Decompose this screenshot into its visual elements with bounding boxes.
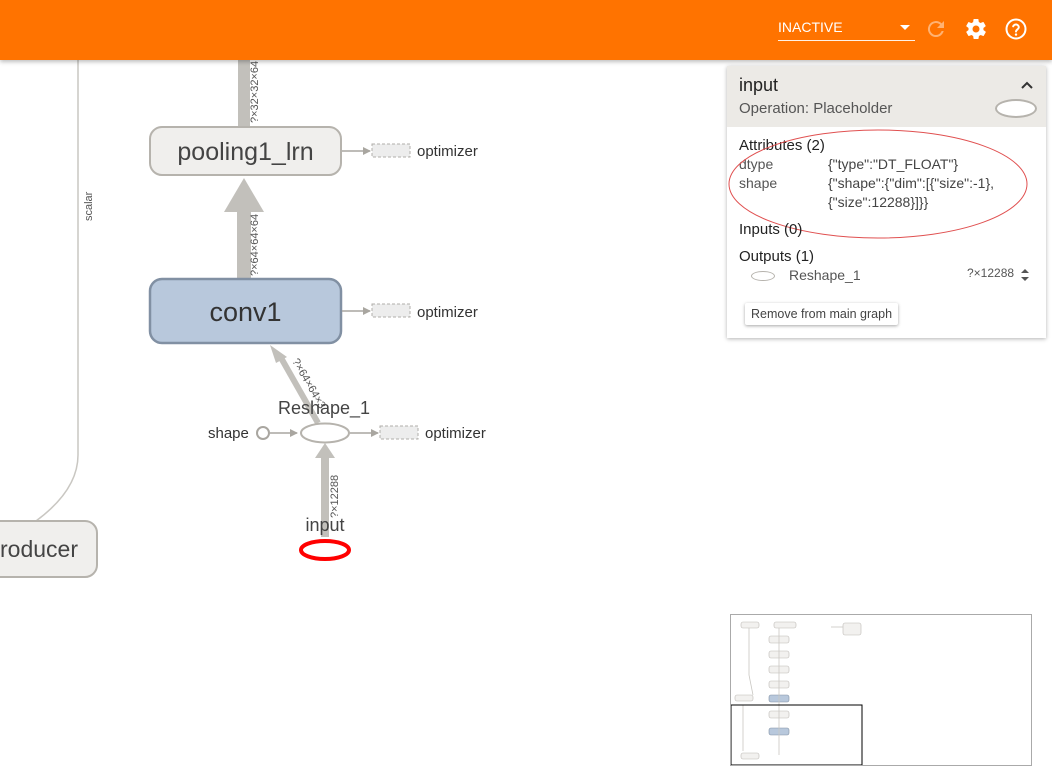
chevron-up-icon[interactable] — [1019, 78, 1035, 92]
minimap-viewport[interactable] — [731, 704, 863, 765]
minimap-edge — [748, 628, 754, 696]
edge-top — [238, 60, 250, 126]
optimizer-label-3: optimizer — [425, 425, 486, 442]
outputs-title: Outputs (1) — [739, 248, 815, 265]
minimap-node — [740, 752, 760, 760]
minimap-node — [773, 621, 797, 629]
attr-value-dtype: {"type":"DT_FLOAT"} — [828, 156, 959, 172]
edge-reshape-conv-arrowhead — [270, 345, 287, 363]
node-conv1-label: conv1 — [209, 297, 281, 327]
edge-label-pool-conv: ?×64×64×64 — [249, 214, 261, 276]
edge-conv-pool-arrowhead — [224, 178, 264, 212]
attr-key-shape: shape — [739, 175, 778, 191]
node-reshape-label: Reshape_1 — [278, 398, 370, 419]
output-shape: ?×12288 — [967, 266, 1015, 280]
output-node-icon — [751, 271, 775, 281]
node-producer[interactable] — [0, 520, 98, 578]
node-pooling1-lrn[interactable] — [149, 126, 342, 176]
info-card-header: input Operation: Placeholder — [727, 66, 1046, 127]
optimizer-label-1: optimizer — [417, 143, 478, 160]
edge-input-reshape-arrowhead — [315, 443, 335, 458]
edge-input-reshape — [321, 455, 329, 537]
optimizer-stub-2[interactable] — [371, 303, 411, 318]
node-producer-label: roducer — [0, 536, 78, 562]
inputs-title: Inputs (0) — [739, 221, 803, 238]
top-toolbar: INACTIVE — [0, 0, 1052, 60]
chevron-down-icon — [900, 25, 910, 30]
minimap-node — [740, 621, 760, 629]
graph-minimap[interactable] — [730, 614, 1032, 766]
attributes-title: Attributes (2) — [739, 137, 825, 154]
refresh-icon[interactable] — [924, 17, 948, 41]
node-shape[interactable] — [256, 426, 270, 440]
edge-conv-pool — [237, 210, 251, 278]
output-name-link[interactable]: Reshape_1 — [789, 267, 861, 283]
edge-label-input-reshape: ?×12288 — [329, 475, 341, 518]
edge-reshape-conv — [277, 354, 321, 425]
edge-label-scalar: scalar — [83, 191, 95, 221]
optimizer-stub-1[interactable] — [371, 143, 411, 158]
output-stepper-icon[interactable] — [1018, 265, 1032, 285]
node-reshape-1[interactable] — [300, 422, 350, 444]
optimizer-label-2: optimizer — [417, 304, 478, 321]
node-info-card: input Operation: Placeholder Attributes … — [727, 66, 1046, 338]
minimap-node — [734, 694, 754, 702]
node-input[interactable] — [299, 539, 351, 561]
node-conv1[interactable] — [148, 277, 343, 345]
info-subtitle: Operation: Placeholder — [739, 100, 893, 117]
node-input-label: input — [305, 515, 344, 535]
run-selector-dropdown[interactable]: INACTIVE — [778, 14, 915, 41]
optimizer-stub-3[interactable] — [379, 425, 419, 440]
remove-from-main-graph-button[interactable]: Remove from main graph — [745, 303, 899, 325]
node-pooling1-lrn-label: pooling1_lrn — [177, 138, 313, 166]
attr-value-shape-line1: {"shape":{"dim":[{"size":-1}, — [828, 175, 995, 191]
minimap-node — [842, 622, 862, 636]
annotation-ellipse — [728, 129, 1028, 239]
node-shape-label: shape — [208, 425, 249, 442]
help-icon[interactable] — [1004, 17, 1028, 41]
scalar-edge — [35, 60, 79, 522]
operation-shape-icon — [995, 99, 1037, 118]
run-selector-value: INACTIVE — [778, 19, 843, 35]
attr-value-shape-line2: {"size":12288}]}} — [828, 194, 929, 210]
info-title: input — [739, 75, 779, 95]
attr-key-dtype: dtype — [739, 156, 774, 172]
edge-label-top: ?×32×32×64 — [249, 61, 261, 123]
gear-icon[interactable] — [964, 17, 988, 41]
